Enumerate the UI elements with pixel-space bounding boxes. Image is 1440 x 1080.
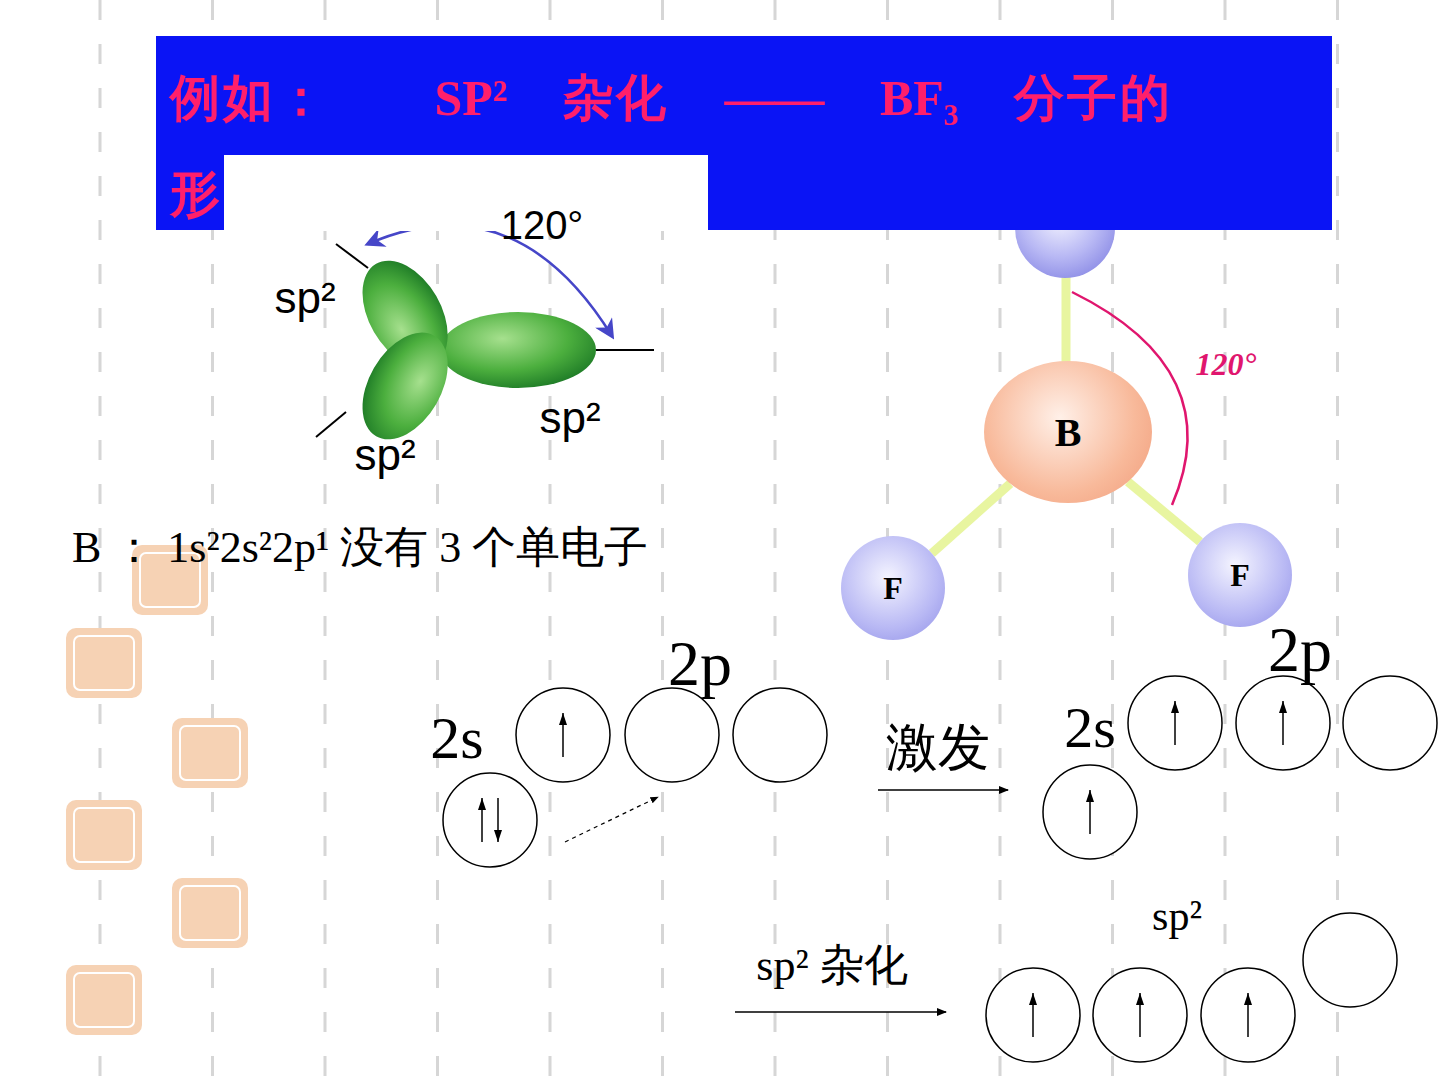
atom-symbol: B xyxy=(1055,409,1082,456)
subshell-label: 2p xyxy=(668,629,732,699)
sp2-orbital-figure xyxy=(316,225,654,454)
title-banner xyxy=(156,36,1332,230)
orbital-circle xyxy=(733,688,827,782)
step-label: 激发 xyxy=(886,719,990,776)
orbital-circle xyxy=(1043,765,1137,859)
orbital-circle xyxy=(1303,913,1397,1007)
orbital-label: sp² xyxy=(539,394,600,442)
orbital-circle xyxy=(1093,968,1187,1062)
orbital-circle xyxy=(1201,968,1295,1062)
bond-line xyxy=(932,484,1010,554)
seal xyxy=(66,628,142,698)
fluorine-atom: F xyxy=(1188,523,1292,627)
seal xyxy=(66,965,142,1035)
orbital-circle xyxy=(625,688,719,782)
orbital-circle xyxy=(1128,676,1222,770)
atom-symbol: F xyxy=(883,570,903,607)
orbital-circle xyxy=(516,688,610,782)
orbital-label: sp² xyxy=(274,274,335,322)
orbital-circle xyxy=(1236,676,1330,770)
step-label: sp² 杂化 xyxy=(756,942,907,990)
seal xyxy=(172,718,248,788)
subshell-label: 2s xyxy=(1064,696,1116,760)
orbital-box-diagram xyxy=(443,676,1437,1062)
slide-title: 例如： SP² 杂化 —— BF₃ 分子的形 xyxy=(170,50,1170,242)
orbital-label: sp² xyxy=(1152,893,1202,939)
cover-patch xyxy=(224,155,708,231)
subshell-label: 2p xyxy=(1268,615,1332,685)
bond-line xyxy=(1128,482,1200,542)
electron-config: B ： 1s²2s²2p¹ 没有 3 个单电子 xyxy=(72,524,648,572)
seal-watermarks xyxy=(66,545,248,1035)
orbital-circle xyxy=(986,968,1080,1062)
orbital-circle xyxy=(1343,676,1437,770)
boron-atom: B xyxy=(984,361,1152,503)
seal xyxy=(172,878,248,948)
seal xyxy=(66,800,142,870)
fluorine-atom: F xyxy=(841,536,945,640)
orbital-circle xyxy=(443,773,537,867)
subshell-label: 2s xyxy=(430,705,483,771)
angle-label: 120° xyxy=(1196,347,1257,382)
atom-symbol: F xyxy=(1230,557,1250,594)
orbital-label: sp² xyxy=(354,431,415,479)
angle-label: 120° xyxy=(501,203,584,247)
